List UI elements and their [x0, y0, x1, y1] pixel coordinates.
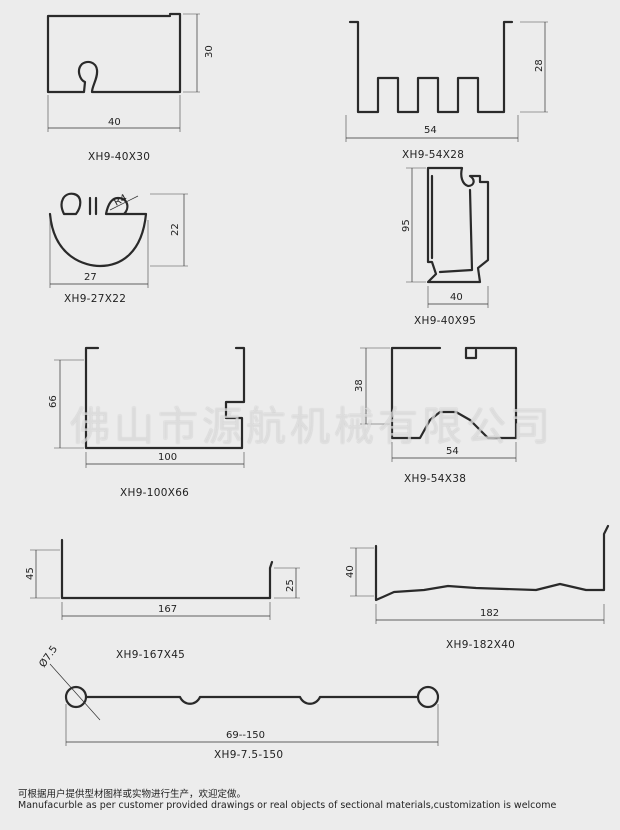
radius-leader [109, 195, 139, 211]
profile-outline [390, 346, 518, 440]
profile-outline [84, 695, 420, 705]
dimension-width: 167 [158, 604, 177, 615]
dimension-diameter: Ø7.5 [37, 643, 60, 669]
dimension-width: 54 [424, 125, 437, 136]
diameter-leader [49, 663, 101, 721]
profile-outline [374, 524, 610, 602]
dimension-flange: 25 [285, 579, 296, 592]
profile-outline [48, 192, 148, 268]
profile-outline [348, 20, 514, 114]
profile-xh9-27x22: 27 22 R4 XH9-27X22 [48, 192, 188, 305]
profile-outline [46, 12, 182, 94]
dimension-height: 22 [170, 223, 181, 236]
tube-end-left [64, 685, 88, 709]
profile-xh9-40x30: 40 30 XH9-40X30 [46, 12, 215, 163]
dimension-width: 40 [450, 292, 463, 303]
dimension-width: 100 [158, 452, 177, 463]
dimension-height: 95 [401, 219, 412, 232]
profile-label: XH9-167X45 [116, 649, 185, 661]
profile-outline [60, 538, 274, 600]
dimension-height: 38 [354, 379, 365, 392]
profile-xh9-182x40: 182 40 XH9-182X40 [345, 524, 610, 651]
dimension-width: 182 [480, 608, 499, 619]
tube-end-right [416, 685, 440, 709]
dimension-width: 27 [84, 272, 97, 283]
profile-xh9-100x66: 100 66 XH9-100X66 [48, 346, 246, 499]
dimension-height: 30 [204, 45, 215, 58]
footer-note-chinese: 可根据用户提供型材图样或实物进行生产，欢迎定做。 [18, 789, 247, 800]
profile-label: XH9-40X30 [88, 151, 150, 163]
profile-label: XH9-182X40 [446, 639, 515, 651]
dimension-width: 69--150 [226, 730, 265, 741]
footer-note-english: Manufacurble as per customer provided dr… [18, 800, 557, 811]
profile-label: XH9-54X38 [404, 473, 466, 485]
profile-xh9-7-5-150: 69--150 Ø7.5 XH9-7.5-150 [37, 643, 440, 761]
profile-xh9-167x45: 167 45 25 XH9-167X45 [25, 538, 300, 661]
dimension-width: 40 [108, 117, 121, 128]
profile-label: XH9-54X28 [402, 149, 464, 161]
profile-label: XH9-100X66 [120, 487, 189, 499]
dimension-height: 40 [345, 565, 356, 578]
profile-xh9-40x95: 40 95 XH9-40X95 [401, 166, 490, 327]
dimension-height: 45 [25, 567, 36, 580]
profile-outline [426, 166, 490, 284]
dimension-height: 28 [534, 59, 545, 72]
profile-outline [84, 346, 246, 450]
profile-label: XH9-40X95 [414, 315, 476, 327]
dimension-width: 54 [446, 446, 459, 457]
profile-label: XH9-27X22 [64, 293, 126, 305]
profile-xh9-54x28: 54 28 XH9-54X28 [345, 20, 548, 161]
profile-xh9-54x38: 54 38 XH9-54X38 [354, 346, 518, 485]
profile-label: XH9-7.5-150 [214, 749, 283, 761]
dimension-height: 66 [48, 395, 59, 408]
